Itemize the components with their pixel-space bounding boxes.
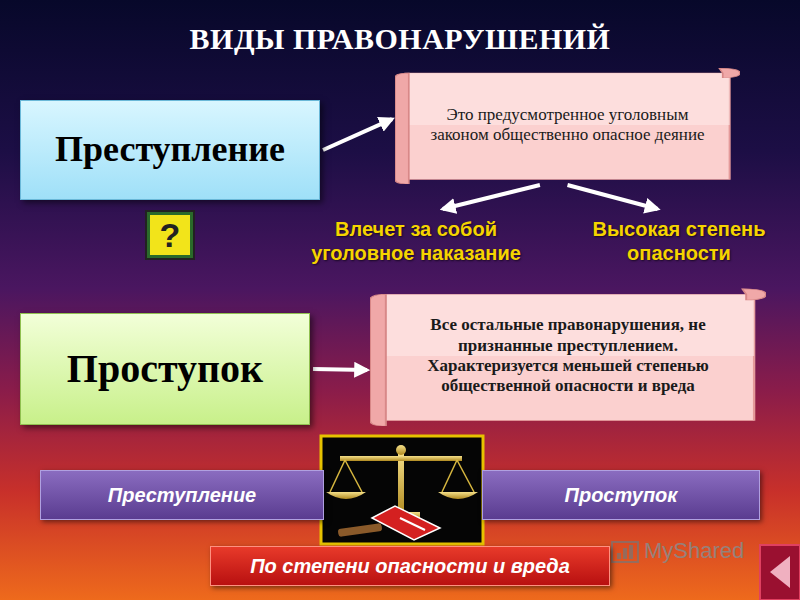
term-box: Преступление xyxy=(20,100,320,200)
node-text: Проступок xyxy=(67,345,263,393)
definition-scroll: Все остальные правонарушения, не признан… xyxy=(370,286,766,426)
node-text: По степени опасности и вреда xyxy=(250,554,570,578)
nav-button xyxy=(760,545,800,600)
note-block: Высокая степень опасности xyxy=(572,212,786,270)
term-box: По степени опасности и вреда xyxy=(210,546,610,586)
watermark: MyShared xyxy=(644,538,744,564)
node-text: Влечет за собой уголовное наказание xyxy=(284,217,548,265)
arrow xyxy=(323,119,392,150)
question-icon: ? xyxy=(147,212,193,258)
definition-scroll: Это предусмотренное уголовным законом об… xyxy=(395,66,740,184)
node-text: Преступление xyxy=(55,128,285,171)
arrow xyxy=(443,185,540,209)
node-text: Все остальные правонарушения, не признан… xyxy=(393,315,743,397)
watermark-icon xyxy=(612,542,638,562)
scales-picture xyxy=(321,436,483,544)
arrow xyxy=(313,369,367,370)
term-box: Проступок xyxy=(482,470,760,520)
term-box: Проступок xyxy=(20,313,310,425)
node-text: Это предусмотренное уголовным законом об… xyxy=(418,105,718,146)
node-text: Высокая степень опасности xyxy=(574,217,784,265)
node-text: Проступок xyxy=(565,483,678,507)
title: ВИДЫ ПРАВОНАРУШЕНИЙ xyxy=(0,22,800,56)
note-block: Влечет за собой уголовное наказание xyxy=(282,212,550,270)
node-text: Преступление xyxy=(108,483,256,507)
term-box: Преступление xyxy=(40,470,324,520)
arrow xyxy=(568,185,658,209)
